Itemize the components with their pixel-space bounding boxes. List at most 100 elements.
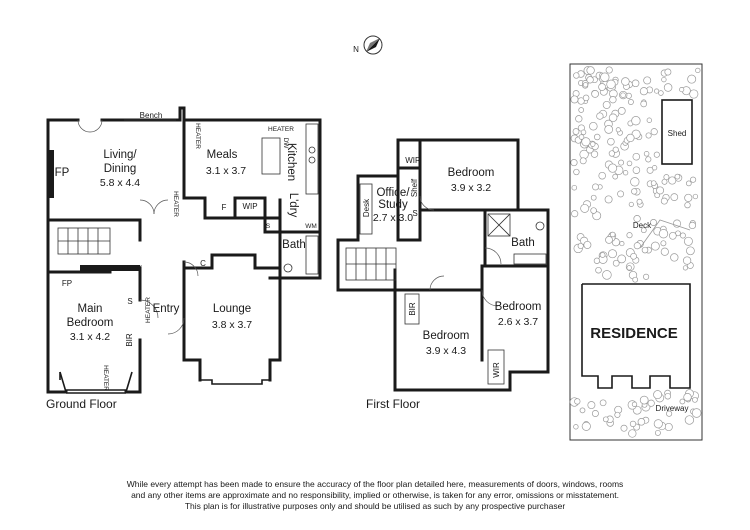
tree-icon [578,134,585,140]
tree-icon [685,180,692,187]
main-bedroom-label-line2: Bedroom [67,317,114,329]
tree-icon [593,257,601,264]
tree-icon [590,194,597,201]
tree-icon [606,79,616,89]
tree-icon [612,173,619,180]
bedroom-bottom-size: 3.9 x 4.3 [426,345,466,357]
heater-bedroom-label: HEATER [102,365,109,391]
tree-icon [595,266,602,274]
shed-label: Shed [668,129,687,138]
tree-icon [587,401,596,410]
heater-kitchen-label: HEATER [268,126,294,133]
tree-icon [608,163,618,173]
tree-icon [608,249,617,259]
bir-ground-label: BIR [125,333,134,347]
office-label-line2: Study [378,199,408,211]
tree-icon [632,166,641,174]
tree-icon [615,127,621,133]
shelf-label: Shelf [410,178,419,197]
tree-icon [573,72,580,79]
compass-label: N [353,45,359,54]
tree-icon [609,96,617,104]
tree-icon [664,392,672,400]
tree-icon [605,236,613,244]
living-dining-size: 5.8 x 4.4 [100,177,140,189]
tree-icon [637,418,646,426]
tree-icon [573,424,579,430]
tree-icon [581,421,591,431]
book-shelf-label: Book Shelf [110,265,142,272]
tree-icon [602,100,611,109]
bedroom-top-size: 3.9 x 3.2 [451,182,491,194]
tree-icon [687,74,697,84]
tree-icon [650,128,658,136]
main-bedroom-size: 3.1 x 4.2 [70,331,110,343]
tree-icon [640,227,647,234]
disclaimer-line-1: While every attempt has been made to ens… [126,479,624,489]
tree-icon [631,188,638,195]
tree-icon [600,72,610,82]
tree-icon [660,247,669,256]
tree-icon [570,95,579,104]
tree-icon [661,76,667,83]
tree-icon [617,254,627,264]
tree-icon [582,82,589,88]
tree-icon [620,424,628,432]
ground-floor-plan [46,106,322,394]
driveway-label: Driveway [656,404,689,413]
tree-icon [628,429,637,438]
tree-icon [664,68,672,76]
tree-icon [683,393,692,402]
tree-icon [645,156,652,163]
tree-icon [572,128,580,135]
tree-icon [643,151,650,157]
tree-icon [691,408,702,418]
first-floor-title: First Floor [366,397,420,411]
tree-icon [605,66,613,74]
tree-icon [631,79,640,88]
tree-icon [609,231,616,238]
kitchen-label: Kitchen [285,143,297,181]
bedroom-right-size: 2.6 x 3.7 [498,316,538,328]
tree-icon [670,193,679,201]
wir-top-label: WIR [405,156,421,165]
tree-icon [621,77,630,86]
tree-icon [580,203,590,213]
tree-icon [633,242,641,250]
tree-icon [639,395,649,405]
tree-icon [679,232,686,239]
office-label-line1: Office/ [376,187,410,199]
tree-icon [602,416,609,423]
bench-label: Bench [140,111,163,120]
tree-icon [660,197,668,205]
tree-icon [578,107,585,113]
first-floor-plan [336,138,550,392]
disclaimer-line-3: This plan is for illustrative purposes o… [184,501,566,511]
tree-icon [653,151,660,158]
tree-icon [577,242,584,250]
fp-living-label: FP [55,167,70,179]
s-laundry-label: S [266,223,271,230]
heater-meals-label: HEATER [194,123,201,149]
tree-icon [622,170,629,176]
tree-icon [608,150,616,157]
tree-icon [581,137,591,147]
tree-icon [645,132,652,139]
bedroom-bottom-label: Bedroom [423,330,470,342]
tree-icon [593,133,601,141]
tree-icon [631,116,641,126]
tree-icon [689,89,699,99]
tree-icon [658,229,669,239]
tree-icon [630,252,637,260]
heater-entry-label: HEATER [145,297,152,323]
s-bedroom-label: S [127,297,132,306]
s-first-label: S [412,209,417,218]
bath-ground-label: Bath [282,239,306,251]
bedroom-top-label: Bedroom [448,167,495,179]
tree-icon [632,276,639,283]
tree-icon [651,165,658,171]
tree-icon [626,232,633,239]
bath-first-label: Bath [511,237,535,249]
tree-icon [590,150,599,158]
tree-icon [626,265,632,271]
